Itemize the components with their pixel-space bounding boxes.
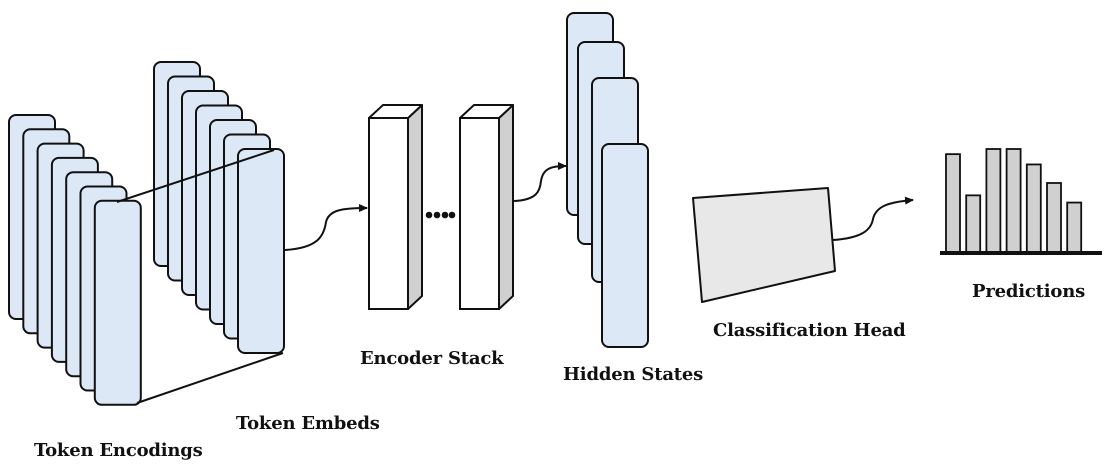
encoder-block-front [368,117,409,310]
hidden-states-stack [566,12,649,348]
arrow-encoder-to-hidden [513,162,567,202]
ellipsis-dot [433,211,441,219]
hidden-states-label: Hidden States [563,364,704,385]
projection-line-top [116,149,275,203]
token-encoding-card [93,199,142,406]
prediction-bar [985,148,1002,253]
encoder-block-side [498,104,514,310]
token-embed-card [237,148,285,354]
flow-arrows [284,162,914,251]
ellipsis-dot [441,211,449,219]
classification-head-label: Classification Head [713,320,906,341]
token-encodings-stack [8,114,142,406]
arrow-embeds-to-encoder [284,204,368,251]
encoder-block-front [459,117,500,310]
prediction-bar [1025,163,1042,253]
encoder-stack-label: Encoder Stack [360,348,504,369]
hidden-state-card [601,143,649,348]
encoder-block-side [407,104,423,310]
arrow-head-to-predictions [832,196,914,241]
token-embeds-stack [153,61,285,354]
token-embeds-label: Token Embeds [236,413,380,434]
ellipsis-dot [425,211,433,219]
prediction-bar [1066,201,1083,253]
prediction-bar [1046,182,1062,253]
classification-head [692,187,836,303]
prediction-bar [1005,148,1022,253]
projection-line-bottom [136,352,284,404]
encoder-stack [368,104,514,310]
predictions-label: Predictions [972,281,1086,302]
projection-lines [116,149,284,404]
prediction-bar [945,153,961,253]
classification-head-shape [692,187,836,303]
prediction-bar [965,194,982,253]
ellipsis-dot [448,211,456,219]
predictions-bars [940,148,1102,255]
token-encodings-label: Token Encodings [34,440,203,461]
